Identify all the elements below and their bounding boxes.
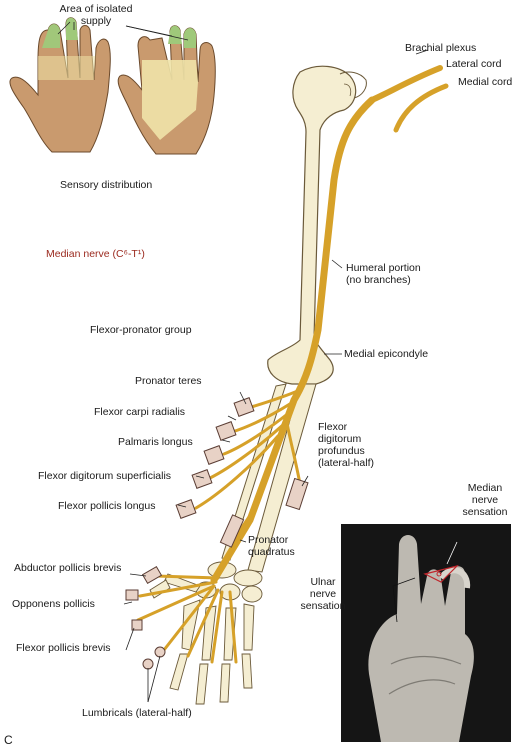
area-isolated-line2: supply bbox=[80, 15, 112, 27]
lumbricals-label: Lumbricals (lateral-half) bbox=[82, 707, 192, 719]
fds-label: Flexor digitorum superficialis bbox=[38, 470, 172, 482]
fdp-line1: Flexor bbox=[318, 421, 348, 433]
figure-letter: C bbox=[4, 733, 13, 747]
right-hand-palmar bbox=[117, 25, 216, 155]
median-ulnar-sensation-photo bbox=[341, 524, 511, 742]
humeral-line2: (no branches) bbox=[346, 274, 411, 286]
ulnar-sens-line3: sensation bbox=[300, 600, 346, 612]
pq-line2: quadratus bbox=[248, 546, 295, 558]
ulnar-nerve-sensation-label: Ulnar nerve sensation bbox=[298, 576, 348, 612]
area-isolated-supply-label: Area of isolated supply bbox=[36, 3, 156, 27]
pronator-teres-label: Pronator teres bbox=[135, 375, 202, 387]
ulnar-sens-line2: nerve bbox=[309, 588, 337, 600]
hand-photo-illustration bbox=[341, 524, 511, 742]
fdp-line3: profundus bbox=[318, 445, 365, 457]
apb-label: Abductor pollicis brevis bbox=[14, 562, 122, 574]
sensory-distribution-caption: Sensory distribution bbox=[60, 179, 153, 191]
ulnar-sens-line1: Ulnar bbox=[310, 576, 336, 588]
muscle-blocks bbox=[125, 397, 309, 670]
median-sens-line2: nerve bbox=[471, 494, 499, 506]
pronator-quadratus-label: Pronator quadratus bbox=[248, 534, 295, 558]
fdp-line4: (lateral-half) bbox=[318, 457, 375, 469]
palmaris-longus-label: Palmaris longus bbox=[118, 436, 193, 448]
fpb-label: Flexor pollicis brevis bbox=[16, 642, 111, 654]
flexor-carpi-radialis-label: Flexor carpi radialis bbox=[94, 406, 186, 418]
opponens-label: Opponens pollicis bbox=[12, 598, 95, 610]
flexor-pronator-group-label: Flexor-pronator group bbox=[90, 324, 192, 336]
area-isolated-line1: Area of isolated bbox=[59, 3, 133, 15]
fdp-label: Flexor digitorum profundus (lateral-half… bbox=[318, 421, 374, 469]
median-sens-line1: Median bbox=[467, 482, 503, 494]
leader-lines bbox=[123, 353, 342, 703]
humerus-bone bbox=[267, 65, 367, 385]
humeral-line1: Humeral portion bbox=[346, 262, 421, 274]
fpl-label: Flexor pollicis longus bbox=[58, 500, 156, 512]
pq-line1: Pronator bbox=[248, 534, 289, 546]
median-nerve-title: Median nerve (C⁶-T¹) bbox=[46, 248, 145, 260]
humeral-portion-label: Humeral portion (no branches) bbox=[346, 262, 421, 286]
medial-epicondyle-label: Medial epicondyle bbox=[344, 348, 429, 360]
median-nerve-sensation-label: Median nerve sensation bbox=[460, 482, 510, 518]
brachial-plexus-label: Brachial plexus bbox=[405, 42, 477, 54]
left-hand-dorsal bbox=[9, 17, 111, 153]
medial-cord-label: Medial cord bbox=[458, 76, 513, 88]
lateral-cord-label: Lateral cord bbox=[446, 58, 502, 70]
median-nerve bbox=[136, 65, 449, 664]
fdp-line2: digitorum bbox=[318, 433, 362, 445]
median-sens-line3: sensation bbox=[462, 506, 508, 518]
